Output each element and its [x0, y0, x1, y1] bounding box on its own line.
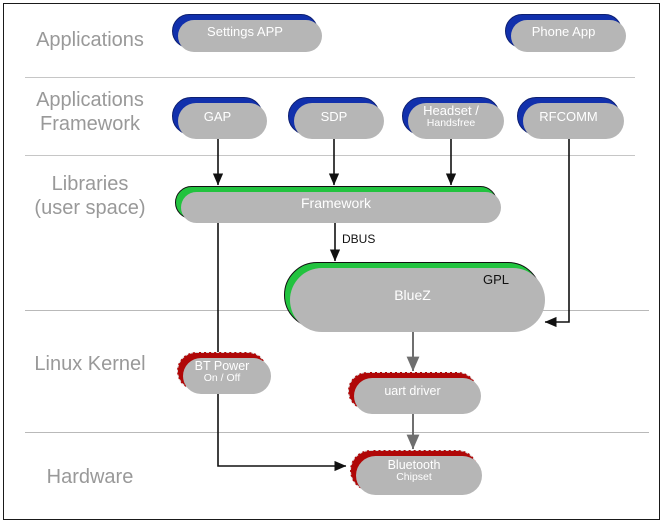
node-label: Headset / [423, 103, 479, 118]
edge-framework-to-chipset [217, 218, 347, 472]
band-label-libraries: Libraries (user space) [34, 173, 146, 219]
node-shadow [294, 103, 384, 139]
node-shadow [178, 20, 322, 52]
divider-linux-kernel [25, 432, 649, 433]
band-label-applications: Applications [36, 29, 144, 51]
node-settings-app[interactable]: Settings APP [172, 14, 322, 52]
node-sdp[interactable]: SDP [288, 97, 384, 139]
node-bluez[interactable]: BlueZ [284, 262, 545, 332]
band-label-applications-framework: Applications Framework [36, 89, 144, 135]
node-shadow [181, 192, 501, 223]
node-shadow [290, 268, 545, 332]
node-bluetooth-chipset[interactable]: Bluetooth Chipset [350, 450, 482, 495]
divider-applications [25, 77, 635, 78]
node-shadow [178, 103, 267, 139]
node-sublabel: On / Off [203, 371, 241, 384]
node-rfcomm[interactable]: RFCOMM [517, 97, 624, 139]
node-label: BT Power [194, 358, 250, 373]
edge-rfcomm-to-bluez [544, 136, 570, 328]
node-label: Phone App [531, 23, 596, 39]
node-label: GAP [203, 108, 232, 124]
node-sublabel: Chipset [396, 471, 432, 483]
node-gap[interactable]: GAP [172, 97, 267, 139]
dbus-edge-label: DBUS [342, 232, 376, 246]
node-label: SDP [320, 108, 348, 124]
band-label-linux-kernel: Linux Kernel [34, 353, 146, 375]
node-sublabel: Handsfree [426, 117, 476, 129]
node-label: RFCOMM [539, 108, 598, 124]
node-bt-power[interactable]: BT Power On / Off [177, 352, 271, 394]
band-label-hardware: Hardware [46, 466, 134, 488]
node-label: Framework [300, 194, 371, 211]
node-label: uart driver [384, 384, 441, 398]
node-shadow [523, 103, 624, 139]
node-headset-handsfree[interactable]: Headset / Handsfree [402, 97, 504, 139]
node-phone-app[interactable]: Phone App [505, 14, 626, 52]
node-shadow [354, 378, 481, 414]
node-uart-driver[interactable]: uart driver [348, 372, 481, 414]
gpl-license-tag: GPL [483, 272, 510, 287]
node-shadow [511, 20, 626, 52]
node-shadow [356, 456, 482, 495]
node-label: Bluetooth [387, 458, 441, 472]
divider-applications-framework [25, 155, 635, 156]
node-framework[interactable]: Framework [175, 186, 501, 223]
node-label: BlueZ [394, 287, 431, 303]
node-label: Settings APP [207, 23, 283, 39]
node-shadow [183, 358, 271, 394]
node-shadow [408, 103, 504, 139]
